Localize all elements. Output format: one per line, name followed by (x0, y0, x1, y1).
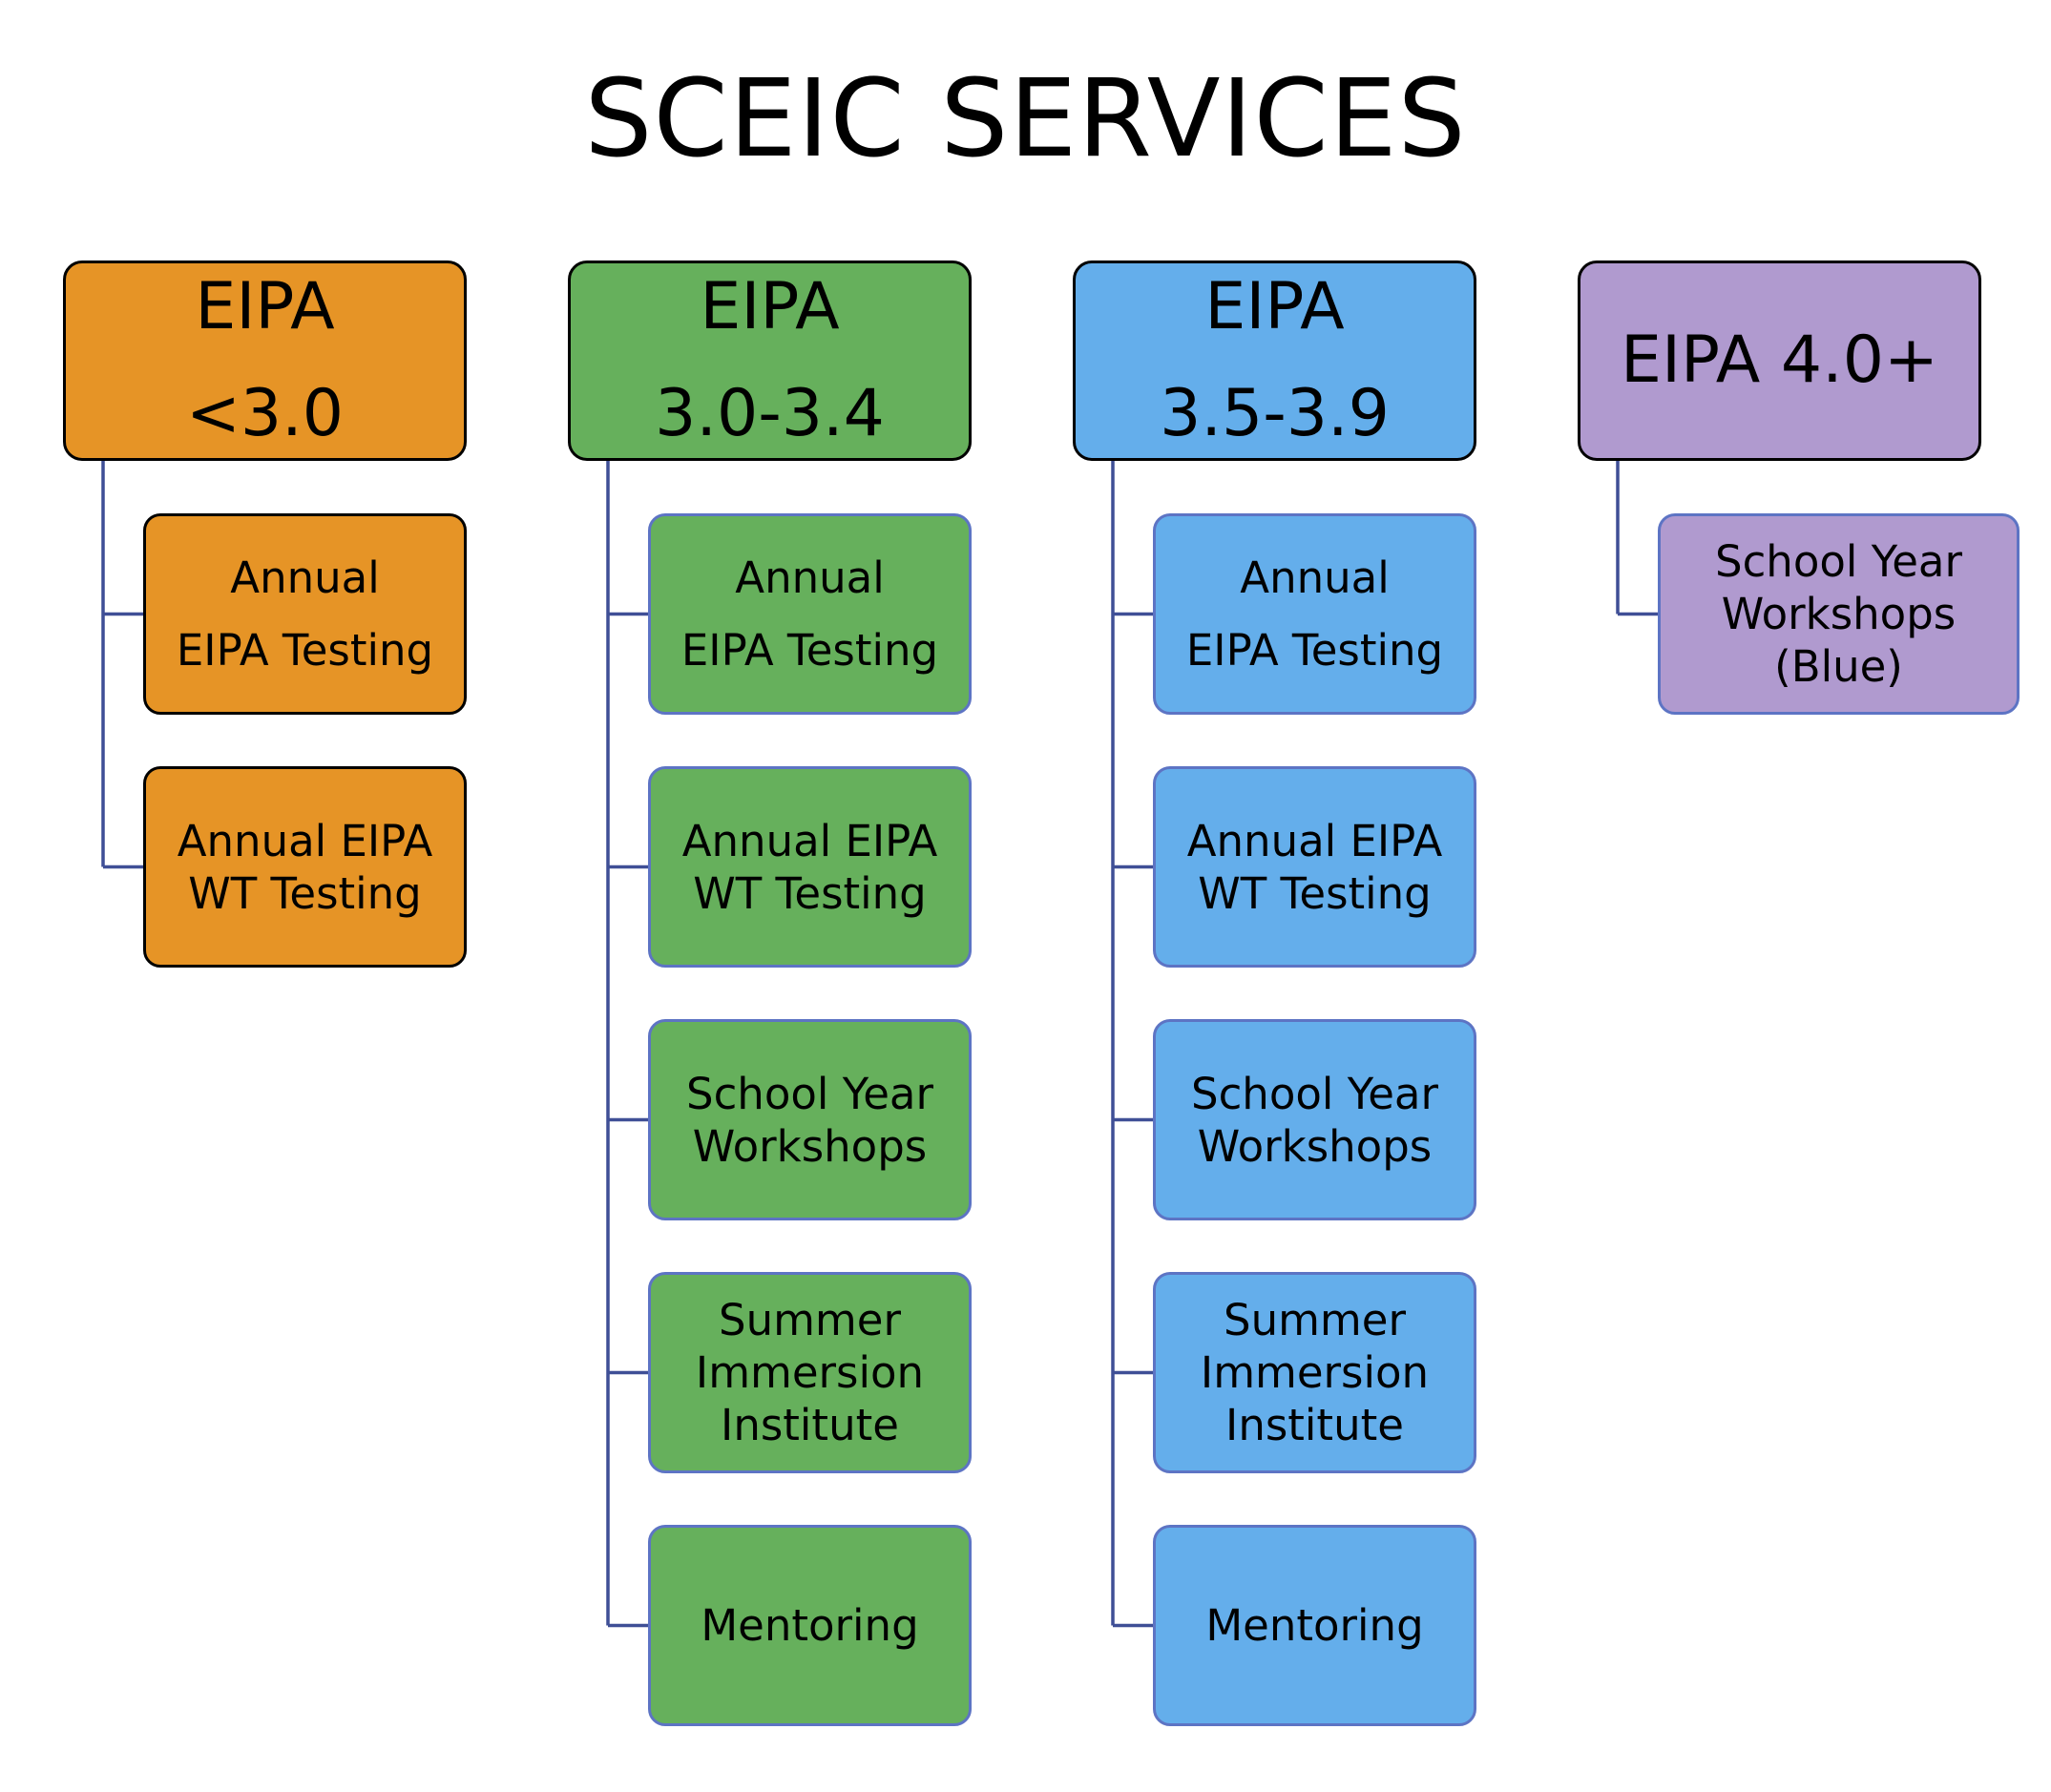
service-box: Mentoring (1153, 1525, 1476, 1726)
service-label-line: School Year (1191, 1068, 1438, 1119)
service-label-line: Immersion (695, 1347, 925, 1398)
header-line: 3.5-3.9 (1160, 376, 1390, 451)
service-box: Mentoring (648, 1525, 972, 1726)
header-box-3: EIPA 3.5-3.9 (1073, 260, 1476, 461)
service-label-line: Workshops (1197, 1120, 1433, 1172)
diagram-title: SCEIC SERVICES (584, 57, 1467, 181)
service-label-line: WT Testing (1198, 867, 1432, 919)
service-label-line: Annual EIPA (681, 815, 938, 866)
service-label-line: Annual EIPA (177, 815, 433, 866)
service-label-line: EIPA Testing (176, 624, 434, 676)
service-label-line: Mentoring (701, 1600, 919, 1651)
service-label-line: EIPA Testing (680, 624, 939, 676)
service-label-line: Annual EIPA (1186, 815, 1443, 866)
service-label-line: Summer (719, 1295, 901, 1345)
service-label-line: Annual (1240, 552, 1390, 603)
header-line: EIPA 4.0+ (1621, 323, 1938, 398)
service-label-line: Institute (1225, 1400, 1404, 1450)
service-label-line: School Year (1715, 536, 1962, 587)
service-label-line: Immersion (1200, 1347, 1430, 1398)
header-box-2: EIPA 3.0-3.4 (568, 260, 972, 461)
service-label-line: Summer (1224, 1295, 1406, 1345)
service-label-line: Mentoring (1205, 1600, 1424, 1651)
header-box-1: EIPA <3.0 (63, 260, 467, 461)
header-line: EIPA (1204, 269, 1345, 344)
service-label-line: School Year (686, 1068, 933, 1119)
service-label-line: Institute (721, 1400, 899, 1450)
service-label-line: WT Testing (693, 867, 927, 919)
service-label-line: Annual (230, 552, 380, 603)
service-label-line: (Blue) (1774, 641, 1903, 692)
header-line: EIPA (195, 269, 335, 344)
header-line: EIPA (700, 269, 840, 344)
header-line: 3.0-3.4 (655, 376, 885, 451)
service-label-line: EIPA Testing (1185, 624, 1444, 676)
header-box-4: EIPA 4.0+ (1578, 260, 1981, 461)
service-label-line: Workshops (1721, 589, 1957, 639)
service-label-line: Annual (735, 552, 885, 603)
header-line: <3.0 (185, 376, 345, 451)
service-label-line: WT Testing (188, 867, 422, 919)
service-label-line: Workshops (692, 1120, 928, 1172)
